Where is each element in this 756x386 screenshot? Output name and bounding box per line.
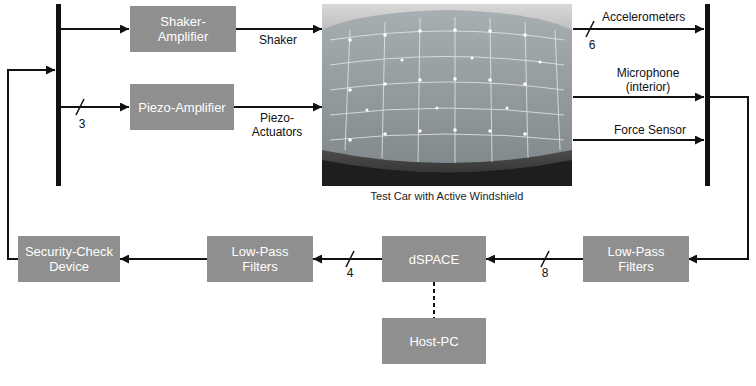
photo-caption: Test Car with Active Windshield <box>302 190 592 202</box>
bus-slash <box>586 21 594 37</box>
controller-box: dSPACE <box>382 236 486 282</box>
signal-arrow <box>313 258 382 260</box>
signal-arrow <box>433 282 435 318</box>
test-car-photo: Test Car with Active Windshield <box>322 4 572 186</box>
box-text: Security-Check Device <box>24 244 114 274</box>
signal-name: Shaker <box>238 33 318 47</box>
bus-bar <box>705 4 710 186</box>
bus-width: 6 <box>582 38 602 52</box>
signal-arrow <box>486 258 583 260</box>
bus-bar <box>56 4 61 186</box>
signal-wire <box>573 139 704 141</box>
signal-name: Piezo-Actuators <box>240 111 314 139</box>
signal-wire <box>573 96 704 98</box>
feedback-wire <box>8 70 55 259</box>
amplifier-box: Piezo-Amplifier <box>130 84 234 130</box>
signal-wire <box>61 106 129 108</box>
filter-box: Low-Pass Filters <box>207 236 313 282</box>
box-text: Low-Pass Filters <box>589 244 683 274</box>
box-text: Shaker-Amplifier <box>136 14 230 44</box>
signal-wire <box>61 28 129 30</box>
bus-slash <box>76 99 84 115</box>
box-text: Host-PC <box>409 334 458 349</box>
feedback-wire <box>688 97 748 259</box>
car-photo <box>322 4 572 186</box>
host-pc-box: Host-PC <box>382 318 486 364</box>
box-text: dSPACE <box>409 252 459 267</box>
box-text: Piezo-Amplifier <box>138 100 225 115</box>
amplifier-box: Shaker-Amplifier <box>130 6 236 52</box>
signal-arrow <box>234 106 322 108</box>
signal-name: Force Sensor <box>600 123 700 137</box>
signal-arrow <box>236 28 322 30</box>
bus-width: 3 <box>72 117 92 131</box>
security-box: Security-Check Device <box>18 236 120 282</box>
filter-box: Low-Pass Filters <box>583 236 689 282</box>
signal-name: Accelerometers <box>602 10 702 24</box>
signal-wire <box>573 28 704 30</box>
box-text: Low-Pass Filters <box>213 244 307 274</box>
signal-arrow <box>120 258 207 260</box>
bus-width: 4 <box>340 266 360 280</box>
bus-width: 8 <box>535 266 555 280</box>
signal-name: Microphone (interior) <box>598 66 698 94</box>
